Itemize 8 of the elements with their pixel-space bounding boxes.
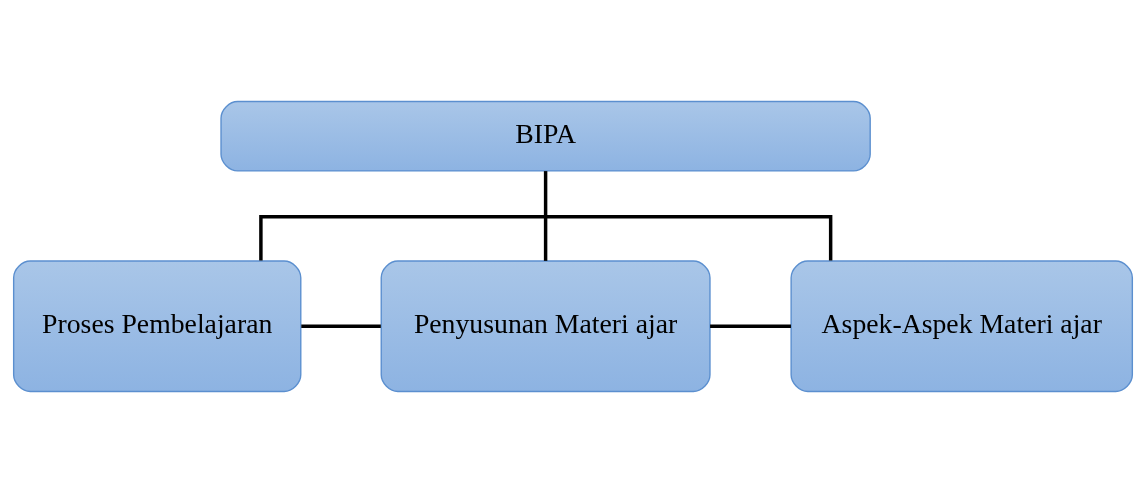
connector (259, 214, 833, 261)
node-box: Proses Pembelajaran (12, 259, 302, 392)
node-box: BIPA (220, 100, 871, 172)
connector (710, 324, 791, 328)
connector (543, 170, 548, 261)
node-box: Penyusunan Materi ajar (380, 259, 711, 392)
node-box: Aspek-Aspek Materi ajar (790, 259, 1134, 392)
connector (301, 324, 381, 328)
